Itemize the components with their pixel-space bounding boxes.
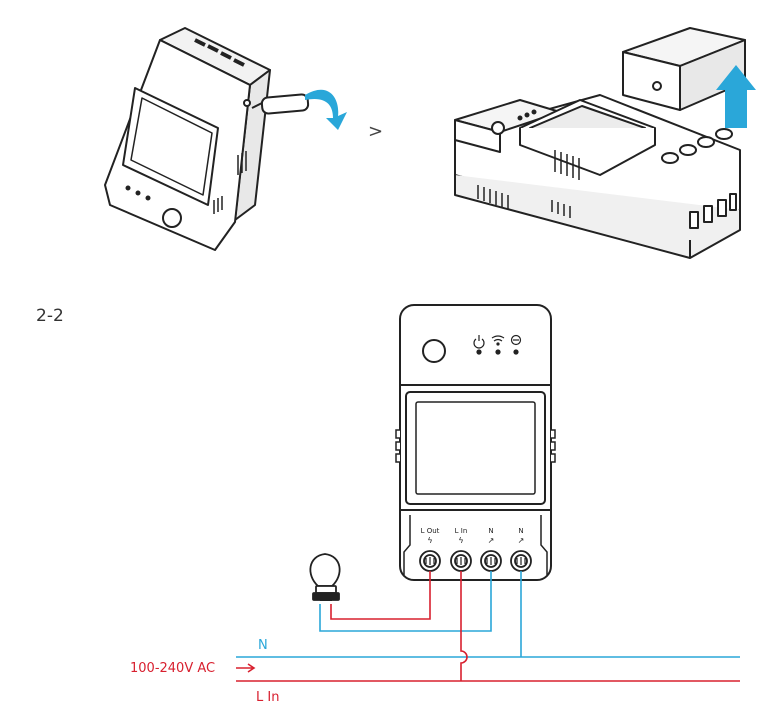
terminal-label-lin: L In (455, 527, 468, 535)
terminal-symbol-n1: ↗ (488, 536, 495, 545)
live-in-wire (460, 571, 468, 681)
terminal-label-lout: L Out (421, 527, 440, 535)
terminal-screws (419, 550, 532, 572)
terminal-screw-n1 (480, 550, 502, 572)
lift-arrow-icon (716, 65, 756, 128)
live-in-label: L In (256, 690, 279, 705)
terminal-label-n1: N (488, 527, 493, 535)
lamp-neutral-wire (319, 571, 492, 632)
section-label: 2-2 (36, 306, 64, 326)
supply-label: 100-240V AC (130, 661, 215, 676)
terminal-symbol-lin: ϟ (458, 536, 463, 545)
pry-arrow-icon (305, 89, 347, 130)
device-illustration-left (104, 27, 271, 251)
wifi-icon (491, 335, 505, 355)
terminal-symbol-n2: ↗ (518, 536, 525, 545)
lamp-icon (309, 553, 341, 601)
terminal-label-n2: N (518, 527, 523, 535)
indicator-row (473, 334, 522, 355)
terminal-labels: L Out L In N N ϟ ϟ ↗ ↗ (421, 527, 525, 545)
supply-arrow-icon (236, 663, 256, 673)
device-illustration-right (454, 94, 741, 259)
terminal-screw-n2 (510, 550, 532, 572)
device-front (395, 304, 556, 581)
wires (236, 571, 740, 682)
screwdriver-icon (251, 93, 310, 115)
terminal-screw-lin (450, 550, 472, 572)
neutral-label: N (258, 638, 268, 653)
lamp-live-wire (330, 571, 431, 620)
energy-icon (510, 334, 522, 355)
terminal-screw-lout (419, 550, 441, 572)
power-icon (473, 335, 485, 355)
step-arrow: > (368, 121, 383, 142)
terminal-symbol-lout: ϟ (427, 536, 432, 545)
